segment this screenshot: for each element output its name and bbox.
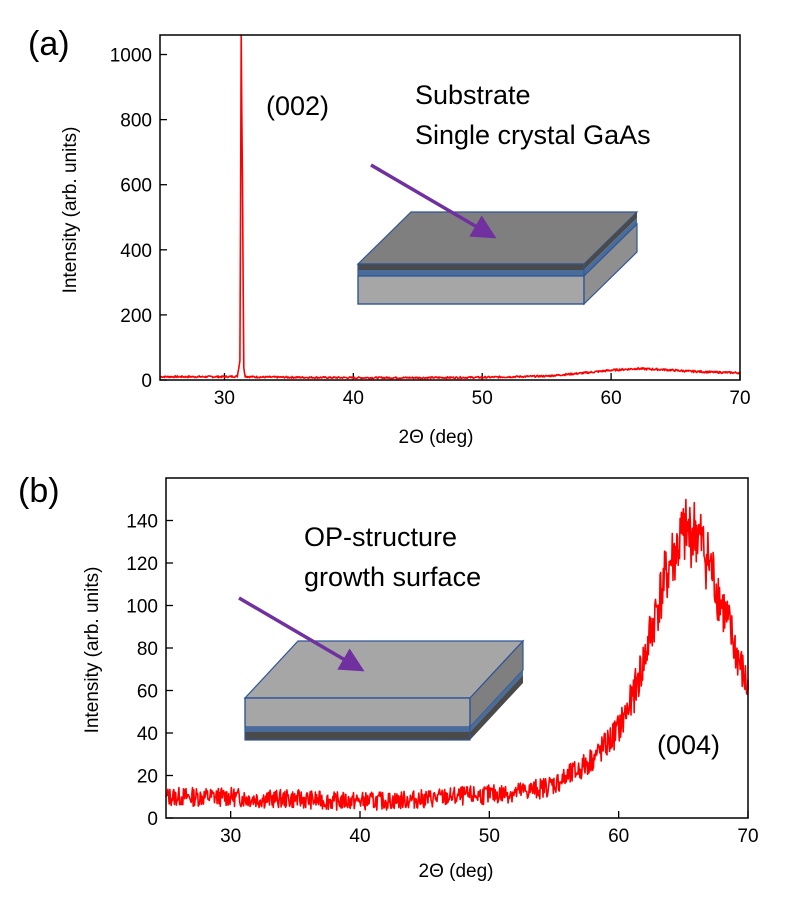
panel-b-plot-frame [165,477,749,819]
panel-b-sample-block [243,639,525,741]
panel-b-y-tick-label: 60 [137,682,158,703]
panel-b-ylabel: Intensity (arb. units) [82,567,103,734]
panel-a-y-tick-label: 600 [120,176,152,197]
panel-a-xlabel: 2Θ (deg) [399,427,474,448]
panel-b-peak-label: (004) [657,730,720,760]
panel-a-peak-label: (002) [266,91,329,121]
panel-a-sample-line1: Substrate [415,80,531,110]
panel-b-ticks: 30 40 50 60 70 0 20 40 60 80 100 120 140 [126,512,758,848]
panel-b-block-front-layer-blue [245,727,470,732]
panel-b-x-tick-label: 70 [737,826,758,847]
panel-b-y-tick-label: 20 [137,767,158,788]
panel-b-y-tick-label: 140 [126,512,158,533]
panel-b-y-tick-label: 120 [126,554,158,575]
panel-a-sample-block [356,211,639,306]
panel-b-y-tick-label: 80 [137,639,158,660]
panel-a-x-tick-label: 50 [472,388,493,409]
panel-b-block-front-base [244,697,471,728]
panel-b-x-tick-label: 50 [479,826,500,847]
panel-a-block-front-base [357,275,585,305]
panel-a-x-tick-label: 30 [214,388,235,409]
panel-a-plot-frame [159,34,741,381]
panel-b-block-outline [244,697,471,741]
panel-b-x-tick-label: 30 [220,826,241,847]
panel-b-sample-line1: OP-structure [304,522,457,552]
panel-a-y-tick-label: 1000 [110,46,152,67]
panel-a-x-tick-label: 40 [343,388,364,409]
panel-b-y-tick-label: 40 [137,724,158,745]
panel-b-x-tick-label: 60 [608,826,629,847]
panel-a-y-tick-label: 800 [120,111,152,132]
panel-b-x-tick-label: 40 [349,826,370,847]
panel-b-block-side-layer-blue [470,670,523,732]
panel-a-block-front-layer-dark [358,264,584,270]
panel-b-sample-line2: growth surface [304,562,481,592]
panel-a-ticks: 30 40 50 60 70 0 200 400 600 800 1000 [110,46,751,409]
panel-a-y-tick-label: 400 [120,241,152,262]
panel-a-y-tick-label: 0 [141,371,152,392]
panel-a-block-front-layer-blue [358,270,584,276]
panel-a-ylabel: Intensity (arb. units) [60,127,81,294]
panel-b-arrow [238,596,365,672]
panel-a-data-line [159,34,741,380]
panel-b-block-side-layer-dark [470,675,523,740]
panel-a-x-tick-label: 60 [601,388,622,409]
panel-a-y-tick-label: 200 [120,306,152,327]
panel-a-block-outline [357,263,585,305]
panel-b: (b) Intensity (arb. units) 2Θ (deg) 30 40… [18,472,759,882]
panel-a-x-tick-label: 70 [729,388,750,409]
panel-a-sample-line2: Single crystal GaAs [415,120,651,150]
panel-b-block-front-layer-dark [245,732,470,740]
panel-b-y-tick-label: 100 [126,597,158,618]
panel-a: (a) Intensity (arb. units) 2Θ (deg) 30 40… [28,25,751,448]
panel-b-xlabel: 2Θ (deg) [419,861,494,882]
panel-b-data-line [165,498,749,811]
panel-a-arrow [370,163,497,239]
panel-b-label: (b) [18,472,60,510]
panel-a-label: (a) [28,25,70,63]
panel-b-y-tick-label: 0 [147,809,158,830]
panel-a-block-side-layer-blue [584,218,637,276]
panel-a-block-side-layer-dark [584,212,637,270]
